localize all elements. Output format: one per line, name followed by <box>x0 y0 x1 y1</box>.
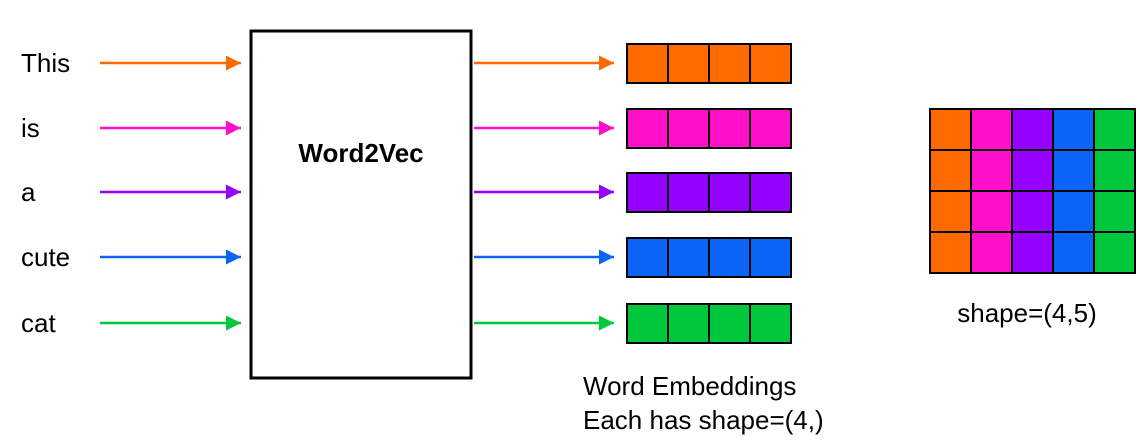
vector-3-cell-1 <box>626 172 669 213</box>
matrix-shape-caption: shape=(4,5) <box>957 298 1096 328</box>
embedding-vectors <box>626 43 792 344</box>
word-label-5: cat <box>21 308 56 338</box>
matrix-cell-r1-c5 <box>1093 108 1136 151</box>
vector-4-cell-2 <box>667 237 710 278</box>
matrix-cell-r2-c2 <box>970 149 1013 192</box>
vector-2-cell-3 <box>708 108 751 149</box>
matrix-cell-r2-c5 <box>1093 149 1136 192</box>
vector-5-cell-2 <box>667 303 710 344</box>
matrix-cell-r1-c4 <box>1052 108 1095 151</box>
word-label-4: cute <box>21 242 70 272</box>
vector-3-cell-2 <box>667 172 710 213</box>
matrix-cell-r4-c2 <box>970 231 1013 274</box>
embeddings-caption-line1: Word Embeddings <box>583 371 796 401</box>
vector-5-cell-1 <box>626 303 669 344</box>
word2vec-label: Word2Vec <box>298 138 423 168</box>
matrix-cell-r1-c1 <box>929 108 972 151</box>
matrix-cell-r4-c4 <box>1052 231 1095 274</box>
vector-3-cell-3 <box>708 172 751 213</box>
matrix-cell-r3-c2 <box>970 190 1013 233</box>
embeddings-caption-line2: Each has shape=(4,) <box>583 405 824 435</box>
vector-1-cell-1 <box>626 43 669 84</box>
vector-2-cell-1 <box>626 108 669 149</box>
word-label-1: This <box>21 48 70 78</box>
input-words: This is a cute cat <box>21 48 241 338</box>
vector-1-cell-2 <box>667 43 710 84</box>
vector-4-cell-1 <box>626 237 669 278</box>
matrix-cell-r4-c5 <box>1093 231 1136 274</box>
matrix-cell-r3-c3 <box>1011 190 1054 233</box>
matrix-cell-r2-c3 <box>1011 149 1054 192</box>
matrix-cell-r2-c4 <box>1052 149 1095 192</box>
vector-2-cell-4 <box>749 108 792 149</box>
matrix-cell-r3-c4 <box>1052 190 1095 233</box>
matrix-cell-r4-c3 <box>1011 231 1054 274</box>
vector-5-cell-4 <box>749 303 792 344</box>
vector-1-cell-3 <box>708 43 751 84</box>
matrix-cell-r4-c1 <box>929 231 972 274</box>
vector-3-cell-4 <box>749 172 792 213</box>
matrix-cell-r1-c3 <box>1011 108 1054 151</box>
matrix-cell-r3-c1 <box>929 190 972 233</box>
vector-1-cell-4 <box>749 43 792 84</box>
vector-5-cell-3 <box>708 303 751 344</box>
matrix-cell-r1-c2 <box>970 108 1013 151</box>
word2vec-box <box>249 29 473 380</box>
vector-2-cell-2 <box>667 108 710 149</box>
word-label-2: is <box>21 113 40 143</box>
vector-4-cell-3 <box>708 237 751 278</box>
matrix-cell-r3-c5 <box>1093 190 1136 233</box>
embedding-matrix <box>929 108 1136 274</box>
vector-4-cell-4 <box>749 237 792 278</box>
matrix-cell-r2-c1 <box>929 149 972 192</box>
output-arrows <box>474 55 614 331</box>
word-label-3: a <box>21 177 36 207</box>
